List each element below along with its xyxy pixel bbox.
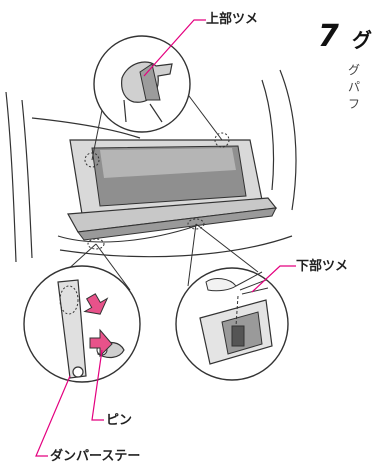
label-lower-claw: 下部ツメ xyxy=(296,259,349,274)
damper-stay-inset xyxy=(23,243,141,383)
label-pin: ピン xyxy=(106,413,133,428)
lower-claw-inset xyxy=(175,223,289,381)
callout-pin xyxy=(91,349,104,421)
glovebox-body xyxy=(57,139,278,243)
step-title: グ xyxy=(352,28,372,52)
step-line-1: グ xyxy=(348,63,361,77)
step-line-3: フ xyxy=(348,97,361,111)
step-instructions: グ パ フ xyxy=(348,62,387,113)
step-line-2: パ xyxy=(348,80,361,94)
dashboard-outline xyxy=(5,69,297,263)
label-damper-stay: ダンパーステー xyxy=(50,449,141,464)
callout-upper-claw xyxy=(143,19,206,77)
label-upper-claw: 上部ツメ xyxy=(206,12,259,27)
finger-icon xyxy=(205,278,237,292)
push-arrow-icon xyxy=(83,293,109,315)
callout-lower-claw xyxy=(251,265,296,293)
damper-stay-arm xyxy=(57,279,87,379)
clip-markers xyxy=(84,132,230,250)
callout-lines xyxy=(35,19,296,457)
step-number: 7 xyxy=(318,19,339,54)
upper-claw-inset xyxy=(91,35,223,161)
pull-arrow-icon xyxy=(89,328,113,358)
callout-damper-stay xyxy=(35,375,71,457)
